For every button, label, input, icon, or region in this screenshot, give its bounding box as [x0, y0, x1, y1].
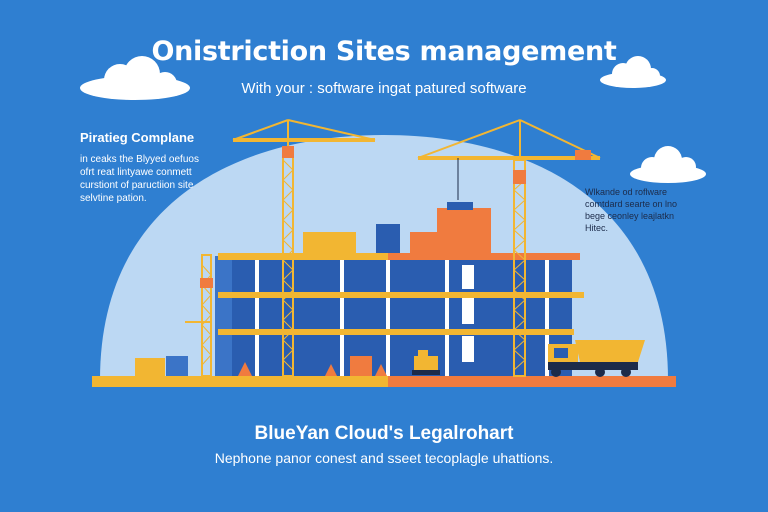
building-tower-block [410, 232, 448, 256]
left-panel-line: selvtine pation. [80, 193, 147, 204]
ground-slab-left [92, 376, 388, 387]
material-stack [166, 356, 188, 376]
cloud-icon [600, 56, 666, 88]
footer-title: BlueYan Cloud's Legalrohart [254, 423, 514, 444]
tower-crane-icon [185, 254, 213, 377]
right-panel-text: Wlkande od roflware comtdard searte on l… [585, 186, 715, 234]
windows [462, 265, 474, 362]
left-panel-line: in ceaks the Blyyed oefuos [80, 154, 199, 165]
material-stack [350, 356, 372, 376]
right-panel-line: comtdard searte on lno [585, 199, 678, 209]
left-panel-line: curstiont of paructiion site [80, 180, 194, 191]
cloud-icon [80, 56, 190, 100]
floor-slab-1-left [218, 329, 388, 335]
floor-slab-roof-right [388, 253, 580, 260]
right-panel-line: Hitec. [585, 223, 609, 233]
right-panel-line: bege ceonley leajlatkn [585, 211, 675, 221]
building-side-left [215, 256, 232, 376]
excavator-icon [412, 350, 440, 375]
columns [255, 256, 549, 376]
left-panel-line: ofrt reat lintyawe conmett [80, 167, 192, 178]
cloud-icon [630, 146, 706, 183]
floor-slab-1-right [388, 329, 574, 335]
material-stack [135, 358, 165, 376]
floor-slab-2-left [218, 292, 388, 298]
page-title: Onistriction Sites management [151, 36, 617, 67]
dump-truck-icon [548, 340, 645, 377]
left-panel-text: in ceaks the Blyyed oefuos ofrt reat lin… [80, 153, 230, 205]
floor-slab-2-right [388, 292, 584, 298]
page-subtitle: With your : software ingat patured softw… [241, 80, 527, 97]
yellow-block [303, 232, 356, 256]
right-panel-line: Wlkande od roflware [585, 187, 668, 197]
traffic-cone-icon [238, 362, 387, 376]
ground-slab-right [388, 376, 676, 387]
left-panel-heading: Piratieg Complane [80, 130, 195, 145]
tower-crane-icon [417, 119, 601, 377]
footer-subtitle: Nephone panor conest and sseet tecoplagl… [214, 450, 554, 466]
tower-crane-icon [232, 119, 376, 377]
building-top-cap [447, 202, 473, 210]
floor-slab-roof-left [218, 253, 388, 260]
blue-block [376, 224, 400, 256]
